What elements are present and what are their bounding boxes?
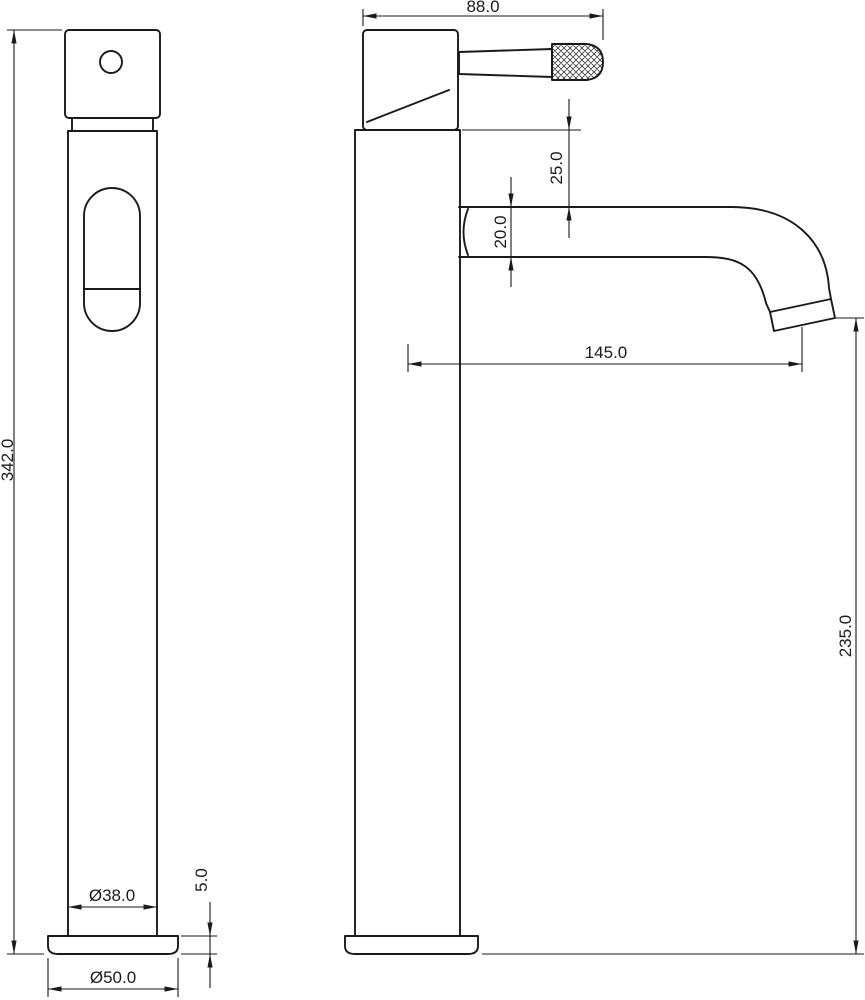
faucet-body-front bbox=[67, 130, 158, 937]
spout-outline-bottom bbox=[458, 256, 771, 313]
dim-label-handle-length: 88.0 bbox=[466, 0, 499, 16]
spout-body-seam bbox=[462, 208, 469, 256]
base-plate-side bbox=[344, 935, 479, 955]
lever-grip-knurled bbox=[551, 43, 604, 81]
dim-label-handle-to-spout: 25.0 bbox=[547, 151, 566, 184]
spout-outline-top bbox=[458, 206, 832, 300]
dim-label-body-diameter: Ø38.0 bbox=[89, 886, 135, 905]
cartridge-screw-circle bbox=[99, 50, 123, 74]
dim-label-outlet-height: 235.0 bbox=[836, 615, 855, 658]
dim-label-spout-reach: 145.0 bbox=[585, 343, 628, 362]
dim-label-base-diameter: Ø50.0 bbox=[90, 968, 136, 987]
side-view bbox=[344, 29, 836, 955]
neck-ring-front bbox=[71, 117, 154, 132]
handle-joint-line bbox=[366, 89, 450, 123]
lever-arm-side bbox=[458, 48, 553, 78]
dim-label-base-thickness: 5.0 bbox=[192, 868, 211, 892]
lever-front-outline bbox=[83, 187, 141, 332]
spout-end-face bbox=[769, 298, 832, 313]
dimension-linework bbox=[7, 9, 864, 997]
aerator-tip bbox=[769, 298, 836, 332]
dim-label-total-height: 342.0 bbox=[0, 439, 17, 482]
handle-cap-front-outline bbox=[64, 29, 161, 119]
base-plate-front bbox=[47, 935, 179, 955]
faucet-body-side bbox=[354, 129, 461, 937]
dimension-labels: 342.0 Ø38.0 5.0 Ø50.0 88.0 25.0 20.0 145… bbox=[0, 0, 855, 987]
dim-label-spout-diameter: 20.0 bbox=[491, 215, 510, 248]
handle-cap-side-outline bbox=[362, 29, 459, 131]
front-view bbox=[47, 29, 179, 955]
